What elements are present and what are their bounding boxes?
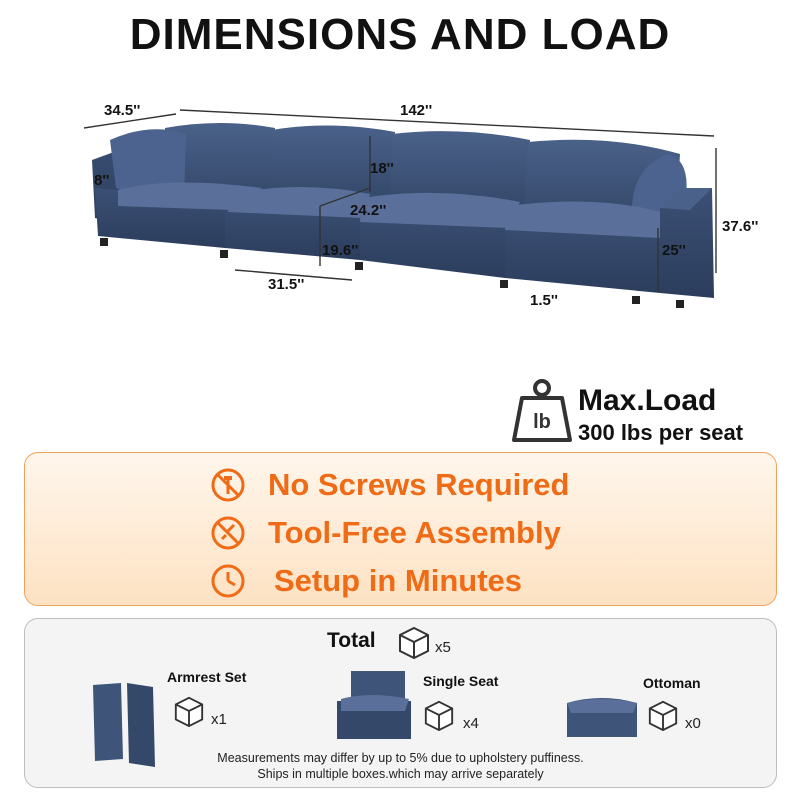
weight-icon-text: lb — [533, 411, 551, 433]
features-panel: No Screws Required Tool-Free Assembly Se… — [24, 452, 777, 606]
feature-setup-minutes: Setup in Minutes — [25, 559, 776, 603]
max-load-section: lb Max.Load 300 lbs per seat — [512, 378, 792, 448]
feature-label: Setup in Minutes — [274, 563, 522, 598]
item-label-single-seat: Single Seat — [423, 673, 499, 689]
clock-icon — [211, 564, 245, 598]
disclaimer-shipping: Ships in multiple boxes.which may arrive… — [257, 767, 544, 781]
max-load-value: 300 lbs per seat — [578, 420, 744, 445]
armrest-illustration — [93, 683, 155, 767]
dim-seat-width: 31.5'' — [268, 276, 305, 293]
single-seat-illustration — [337, 671, 411, 739]
item-label-ottoman: Ottoman — [643, 675, 701, 691]
item-count-armrest: x1 — [211, 711, 227, 728]
item-count-single-seat: x4 — [463, 715, 479, 732]
box-icon — [399, 626, 429, 659]
item-count-ottoman: x0 — [685, 715, 701, 732]
dim-arm-height: 25'' — [662, 242, 686, 259]
dim-seat-depth: 24.2'' — [350, 202, 387, 219]
ottoman-illustration — [567, 698, 637, 737]
item-label-armrest: Armrest Set — [167, 669, 247, 685]
feature-label: Tool-Free Assembly — [268, 515, 561, 550]
no-screws-icon — [211, 468, 245, 502]
total-count: x5 — [435, 639, 451, 656]
total-label: Total — [327, 629, 376, 652]
dim-total-length: 142'' — [400, 102, 433, 119]
dim-back-height: 18'' — [370, 160, 394, 177]
package-contents-panel: Total x5 Armrest Set x1 Single Seat x4 O… — [24, 618, 777, 788]
feature-no-screws: No Screws Required — [25, 463, 776, 507]
dim-arm-width: 8'' — [94, 172, 110, 189]
sofa-illustration — [83, 109, 717, 308]
box-icon — [424, 700, 454, 731]
box-icon — [174, 696, 204, 727]
disclaimer-measurements: Measurements may differ by up to 5% due … — [217, 751, 584, 765]
dim-total-height: 37.6'' — [722, 218, 759, 235]
feature-label: No Screws Required — [268, 467, 570, 502]
box-icon — [648, 700, 678, 731]
dim-arm-depth: 34.5'' — [104, 102, 141, 119]
dim-leg-height: 1.5'' — [530, 292, 558, 309]
dim-seat-height: 19.6'' — [322, 242, 359, 259]
feature-tool-free: Tool-Free Assembly — [25, 511, 776, 555]
page-title: DIMENSIONS AND LOAD — [129, 10, 671, 59]
max-load-label: Max.Load — [578, 384, 717, 417]
weight-icon: lb — [512, 379, 572, 442]
no-tools-icon — [211, 516, 245, 550]
